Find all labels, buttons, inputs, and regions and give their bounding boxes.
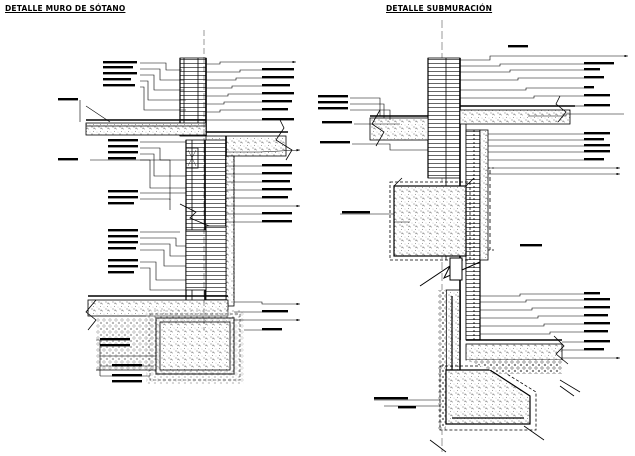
leader-annotations-right-side (460, 45, 628, 360)
break-line-icon (179, 203, 215, 229)
break-line-icon (85, 299, 97, 331)
detail-title-basement-wall: DETALLE MURO DE SÓTANO (5, 4, 126, 13)
break-line-icon (553, 335, 569, 365)
interior-floor-slab (369, 117, 429, 141)
underpinning-section (318, 20, 628, 453)
lower-wall-masonry (205, 225, 227, 301)
upper-floor-slab (85, 122, 207, 136)
detail-title-underpinning: DETALLE SUBMURACIÓN (386, 4, 493, 13)
new-underpinning-footing (445, 369, 531, 425)
exterior-fill-band (225, 155, 235, 307)
break-line-icon (275, 119, 293, 161)
existing-wall-masonry (427, 57, 461, 179)
column-rebar (185, 147, 199, 169)
break-line-icon (371, 109, 385, 147)
leader-annotations-right-side (206, 60, 301, 331)
existing-footing (393, 185, 467, 257)
leader-annotations-left-side (318, 95, 440, 409)
new-basement-slab (465, 343, 563, 361)
break-line-icon (555, 95, 567, 123)
leader-annotations-left-side (58, 61, 186, 383)
ground-slab (459, 109, 571, 125)
basement-wall-section (58, 30, 301, 384)
